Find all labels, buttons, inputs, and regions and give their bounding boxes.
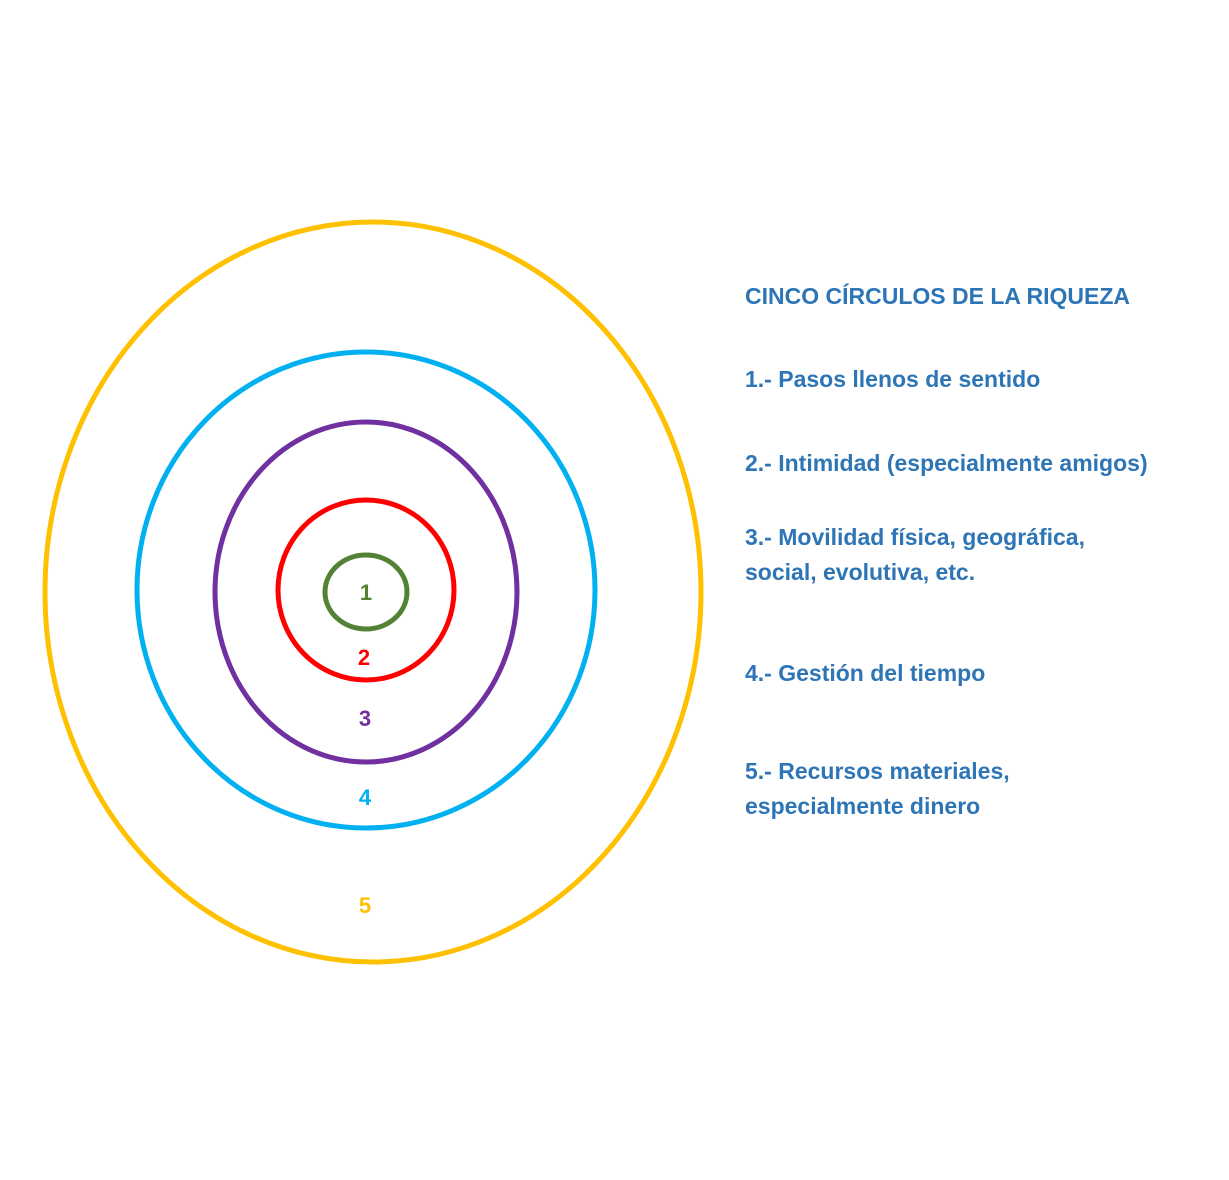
legend-item-3: 3.- Movilidad física, geográfica, social… (745, 524, 1085, 585)
ring-3-number: 3 (359, 706, 371, 731)
ring-5 (42, 219, 704, 965)
ring-2 (275, 497, 457, 683)
ring-4 (134, 349, 598, 831)
legend-item-4: 4.- Gestión del tiempo (745, 660, 986, 686)
ring-1 (322, 552, 410, 632)
ring-3 (212, 419, 520, 765)
ring-4-number: 4 (359, 785, 372, 810)
legend-item-5: 5.- Recursos materiales, especialmente d… (745, 758, 1010, 819)
legend-item-2: 2.- Intimidad (especialmente amigos) (745, 450, 1148, 476)
ring-5-number: 5 (359, 893, 371, 918)
ring-1-number: 1 (360, 580, 372, 605)
legend-title: CINCO CÍRCULOS DE LA RIQUEZA (745, 283, 1131, 309)
ring-2-number: 2 (358, 645, 370, 670)
legend-item-1: 1.- Pasos llenos de sentido (745, 366, 1041, 392)
